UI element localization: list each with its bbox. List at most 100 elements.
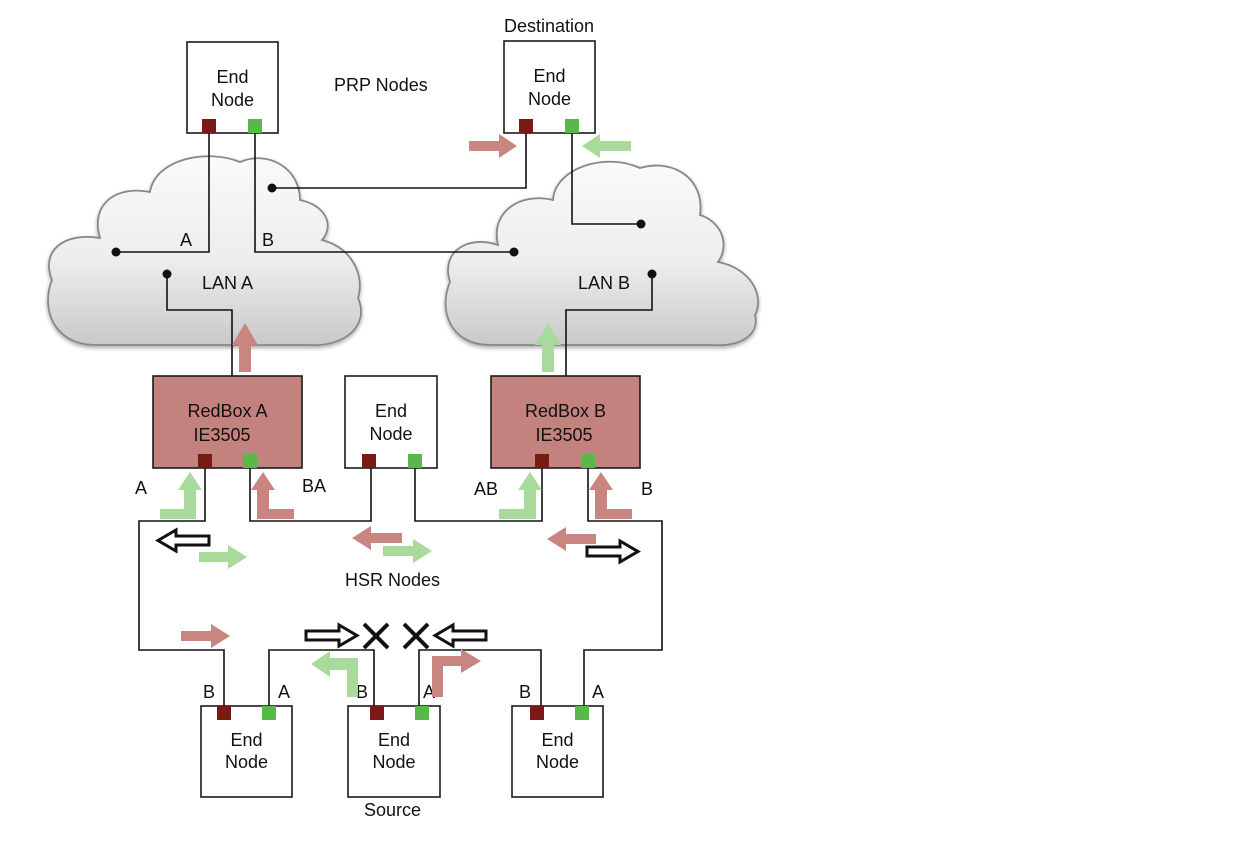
node-label: End [375, 401, 407, 421]
prp-nodes-title: PRP Nodes [334, 75, 428, 95]
wire-left-node-a [116, 133, 210, 253]
wire-endpoints [111, 183, 657, 279]
arrow-icon [181, 624, 230, 648]
cross-icon [362, 622, 390, 650]
redbox-model: IE3505 [535, 425, 592, 445]
port-b [408, 454, 422, 468]
arrow-icon [311, 651, 358, 697]
node-label: End [541, 730, 573, 750]
endpoint-dot [162, 269, 172, 279]
cloud-lan-b [444, 160, 759, 347]
wire-left-node-b [254, 133, 514, 253]
arrow-icon [499, 472, 542, 519]
right-node-port-a-label: A [592, 682, 604, 702]
wire-ring-segment [414, 468, 543, 522]
arrow-icon [535, 323, 561, 372]
arrow-icon [199, 545, 247, 569]
wire-ring-segment [583, 468, 663, 706]
arrow-icon [432, 649, 481, 697]
hollow-arrow-icon [155, 527, 211, 554]
wire-ring-segment [249, 468, 372, 522]
redbox-a-port-a-label: A [135, 478, 147, 498]
arrow-icon [232, 323, 258, 372]
source-port-b-label: B [356, 682, 368, 702]
node-label: Node [369, 424, 412, 444]
arrow-icon [352, 526, 402, 550]
prp-end-node-left[interactable]: End Node [186, 41, 279, 134]
node-label: End [533, 66, 565, 86]
arrow-icon [547, 527, 596, 551]
flow-arrows [160, 134, 632, 697]
redbox-b-port-ab-label: AB [474, 479, 498, 499]
port-a [370, 706, 384, 720]
redbox-model: IE3505 [193, 425, 250, 445]
arrow-icon [251, 472, 294, 519]
link-break-markers [362, 622, 430, 650]
wire-dest-node-a [272, 133, 527, 189]
redbox-name: RedBox A [187, 401, 267, 421]
port-a [202, 119, 216, 133]
cloud-lan-a [47, 155, 362, 346]
port-a [217, 706, 231, 720]
wire-ring-segment [418, 649, 542, 706]
hsr-nodes-title: HSR Nodes [345, 570, 440, 590]
port-a [535, 454, 549, 468]
hollow-frame-arrows [155, 527, 641, 649]
port-a [530, 706, 544, 720]
port-a [198, 454, 212, 468]
redbox-b[interactable]: RedBox B IE3505 [490, 375, 641, 469]
port-b [415, 706, 429, 720]
cross-icon [402, 622, 430, 650]
port-b [243, 454, 257, 468]
destination-label: Destination [504, 16, 594, 36]
endpoint-dot [111, 247, 121, 257]
port-a [362, 454, 376, 468]
node-label: End [216, 67, 248, 87]
hsr-ring-wires [138, 468, 663, 706]
port-a [519, 119, 533, 133]
left-node-port-b-label: B [203, 682, 215, 702]
node-label: Node [225, 752, 268, 772]
source-label: Source [364, 800, 421, 820]
port-b [565, 119, 579, 133]
right-node-port-b-label: B [519, 682, 531, 702]
arrow-icon [160, 472, 202, 519]
prp-wires [116, 133, 653, 376]
hollow-arrow-icon [432, 622, 488, 649]
redbox-b-port-b-label: B [641, 479, 653, 499]
hsr-end-node-source[interactable]: End Node [347, 705, 441, 798]
arrow-icon [589, 472, 632, 519]
hsr-end-node-left[interactable]: End Node [200, 705, 293, 798]
node-label: Node [536, 752, 579, 772]
port-b [248, 119, 262, 133]
wire-ring-segment [138, 468, 225, 706]
redbox-a-port-ba-label: BA [302, 476, 326, 496]
hollow-arrow-icon [585, 538, 641, 565]
node-label: Node [211, 90, 254, 110]
wire-redbox-a-lan [166, 274, 233, 376]
wire-ring-segment [268, 649, 375, 706]
lan-a-port-a-label: A [180, 230, 192, 250]
node-label: Node [528, 89, 571, 109]
node-label: End [230, 730, 262, 750]
hollow-arrow-icon [304, 622, 360, 649]
node-label: Node [372, 752, 415, 772]
node-label: End [378, 730, 410, 750]
prp-end-node-destination[interactable]: End Node [503, 40, 596, 134]
lan-a-port-b-label: B [262, 230, 274, 250]
port-b [581, 454, 595, 468]
redbox-name: RedBox B [525, 401, 606, 421]
hsr-end-node-top[interactable]: End Node [344, 375, 438, 469]
lan-a-label: LAN A [202, 273, 253, 293]
lan-b-label: LAN B [578, 273, 630, 293]
arrow-icon [469, 134, 517, 158]
hsr-end-node-right[interactable]: End Node [511, 705, 604, 798]
arrow-icon [582, 134, 631, 158]
endpoint-dot [267, 183, 277, 193]
redbox-a[interactable]: RedBox A IE3505 [152, 375, 303, 469]
endpoint-dot [647, 269, 657, 279]
arrow-icon [383, 539, 432, 563]
wire-dest-node-b [571, 133, 641, 225]
